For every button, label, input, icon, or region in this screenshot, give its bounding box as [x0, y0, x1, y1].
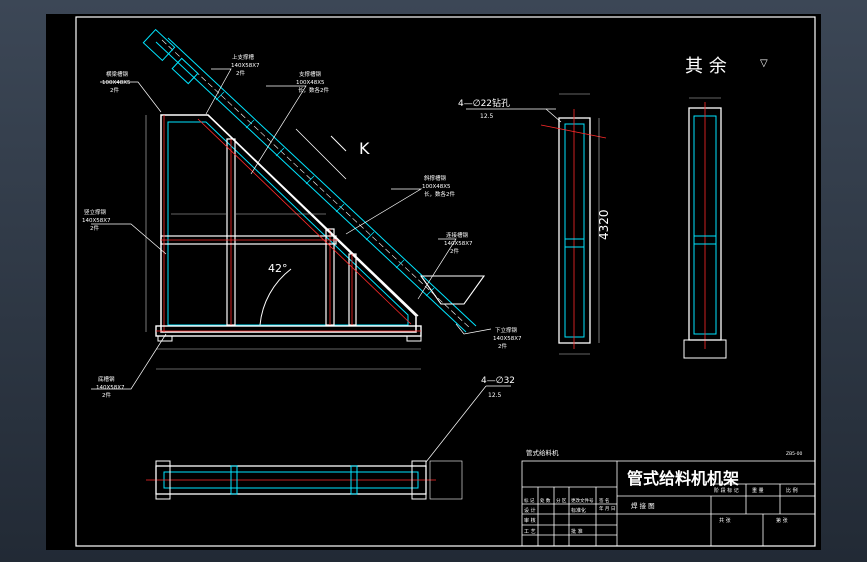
callout-5-name: 斜撑槽钢 [424, 174, 447, 182]
cell-mark: 标 记 [524, 497, 535, 504]
row-label-design: 设 计 [524, 507, 536, 514]
drawing-border [75, 16, 816, 547]
cell-count: 处 数 [540, 497, 551, 504]
row-label-process: 工 艺 [524, 529, 536, 535]
roughness-note: 其 余 [685, 56, 727, 77]
callout-7-name: 下立撑钢 [495, 326, 518, 334]
hole-note-bottom: 4—∅32 [481, 376, 515, 386]
sub-label: 焊 接 图 [631, 501, 655, 510]
callout-7-spec: 140X58X7 [493, 336, 522, 342]
callout-2-spec: 140X58X7 [231, 63, 260, 69]
hole-note-bottom-sub: 12.5 [488, 392, 502, 399]
end-view: 其 余 ▽ [683, 56, 768, 359]
callout-4-name: 竖立撑钢 [84, 208, 107, 216]
angle-label: 42° [268, 262, 288, 275]
cell-sign: 签 名 [599, 497, 609, 504]
row-label-review: 审 核 [524, 517, 536, 524]
callout-4-spec: 140X58X7 [82, 218, 111, 224]
drawing-canvas[interactable]: 42° K [46, 14, 821, 550]
callout-leaders [91, 68, 492, 390]
height-dimension: 4320 [597, 209, 611, 240]
callout-7-qty: 2件 [498, 342, 507, 350]
callout-4-qty: 2件 [90, 224, 99, 232]
callout-2-qty: 2件 [236, 69, 245, 77]
main-dimensions [145, 115, 421, 370]
drawing-code: ZB5-00 [786, 451, 803, 457]
conveyor-tube: K [142, 28, 486, 333]
side-view: 4320 4—∅22钻孔 12.5 [458, 93, 611, 355]
callout-6-qty: 2件 [450, 247, 459, 255]
callout-5-spec: 100X48X5 [422, 184, 451, 190]
callout-3-spec: 100X48X5 [296, 80, 325, 86]
cell-change: 更改文件号 [571, 497, 594, 504]
callout-6-name: 连接槽钢 [446, 231, 469, 239]
callout-6-spec: 140X58X7 [444, 241, 473, 247]
row-label-standard: 标准化 [571, 507, 586, 514]
callout-1-name: 横梁槽钢 [106, 70, 129, 78]
row-label-approve: 批 准 [571, 528, 583, 535]
callout-1-spec: 100X48X5 [102, 80, 131, 86]
plan-view: 4—∅32 12.5 [146, 376, 515, 500]
hole-note-top: 4—∅22钻孔 [458, 97, 510, 109]
scale-label: 比 例 [786, 487, 798, 494]
section-mark: K [359, 139, 370, 158]
drawing-svg: 42° K [75, 16, 816, 547]
sheet-index: 第 张 [776, 517, 788, 524]
callout-2-name: 上支撑槽 [232, 53, 255, 61]
callout-8-qty: 2件 [102, 391, 111, 399]
drawing-number: 管式给料机 [526, 448, 559, 457]
callout-3-qty: 长，数各2件 [298, 86, 329, 94]
hole-note-top-sub: 12.5 [480, 113, 494, 120]
sheet-total: 共 张 [719, 517, 731, 524]
callout-5-qty: 长，数各2件 [424, 190, 455, 198]
roughness-symbol: ▽ [760, 58, 768, 69]
cell-zone: 分 区 [556, 497, 567, 504]
callout-1-qty: 2件 [110, 86, 119, 94]
main-frame-view: 42° [155, 114, 422, 342]
cell-date: 年 月 日 [599, 505, 615, 512]
title-block [521, 460, 816, 547]
weight-label: 重 量 [752, 487, 764, 494]
stage-label: 阶 段 标 记 [714, 487, 739, 494]
callout-8-name: 底槽钢 [98, 375, 115, 383]
callout-8-spec: 140X58X7 [96, 385, 125, 391]
drawing-title: 管式给料机机架 [627, 469, 739, 488]
callout-3-name: 支撑槽钢 [299, 70, 322, 78]
